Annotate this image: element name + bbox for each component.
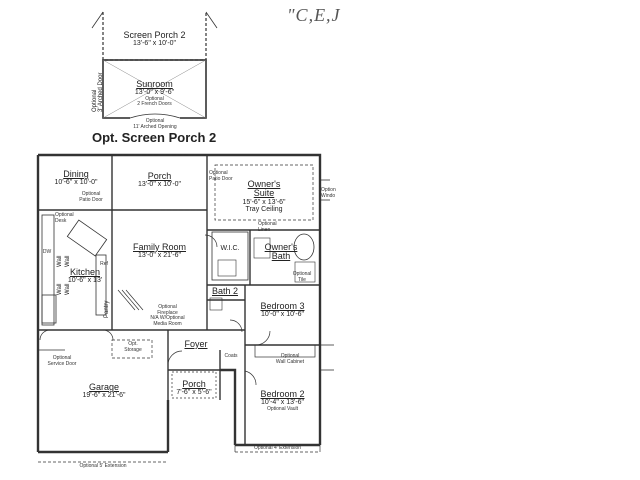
storage-note: Opt. Storage xyxy=(124,341,142,353)
wall-cabinet-note: Optional Wall Cabinet xyxy=(275,353,305,365)
coats-label: Coats xyxy=(224,353,238,359)
desk-note: Optional Desk xyxy=(55,212,74,224)
section-title: Opt. Screen Porch 2 xyxy=(92,130,217,145)
suite-patio-note: Optional Patio Door xyxy=(209,170,233,182)
screen-porch-2-label: Screen Porch 2 13'-6" x 10'-0" xyxy=(123,30,186,48)
bedroom-2-label: Bedroom 2 10'-4" x 13'-6" Optional Vault xyxy=(260,389,305,412)
bedroom-3-label: Bedroom 3 10'-0" x 10'-6" xyxy=(260,301,305,319)
screen-porch-outline xyxy=(102,12,207,61)
dining-patio-note: Optional Patio Door xyxy=(79,191,103,203)
tub xyxy=(293,233,315,261)
wall-label-2: Wall xyxy=(65,255,71,267)
dw-label: DW xyxy=(42,249,52,255)
service-door-note: Optional Service Door xyxy=(47,355,77,367)
rear-porch-label: Porch 13'-0" x 10'-0" xyxy=(137,171,182,189)
garage-extension-note: Optional 5' Extension xyxy=(79,463,127,469)
bedroom-extension-note: Optional 4' Extension xyxy=(253,445,302,451)
kitchen-label: Kitchen 10'-6" x 13' xyxy=(67,267,103,285)
wic-label: W.I.C. xyxy=(220,245,240,252)
builder-logo: "C,E,J xyxy=(287,5,341,25)
tile-note: Optional Tile xyxy=(292,271,312,283)
front-porch-label: Porch 7'-6" x 5'-6" xyxy=(176,379,212,397)
sunroom-label: Sunroom 13'-0" x 9'-6" Optional 2 French… xyxy=(134,79,175,108)
pantry-label: Pantry xyxy=(104,300,110,318)
window-note: Option Windo xyxy=(321,187,336,199)
arched-opening-note: Optional 11' Arched Opening xyxy=(133,118,177,130)
fireplace-note: Optional Fireplace N/A W/Optional Media … xyxy=(150,304,185,327)
wall-label-1: Wall xyxy=(57,255,63,267)
owners-bath-label: Owner's Bath xyxy=(264,242,298,262)
owners-suite-tray xyxy=(214,164,314,221)
wall-label-4: Wall xyxy=(65,283,71,295)
dining-label: Dining 10'-6" x 10'-0" xyxy=(54,169,98,187)
foyer-label: Foyer xyxy=(184,339,208,349)
rear-porch-outline xyxy=(111,154,208,211)
owners-suite-label: Owner's Suite 15'-6" x 13'-6" Tray Ceili… xyxy=(242,179,286,214)
side-door-note: Optional 3' Arched Door xyxy=(92,72,104,112)
kitchen-counters xyxy=(41,214,108,326)
family-room-label: Family Room 13'-0" x 21'-6" xyxy=(132,242,186,260)
wic-box xyxy=(211,231,249,281)
garage-label: Garage 19'-6" x 21'-6" xyxy=(82,382,126,400)
ref-label: Ref xyxy=(100,261,108,267)
linen-note: Optional Linen xyxy=(258,221,277,233)
bath-2-label: Bath 2 xyxy=(211,286,239,296)
wall-label-3: Wall xyxy=(57,283,63,295)
